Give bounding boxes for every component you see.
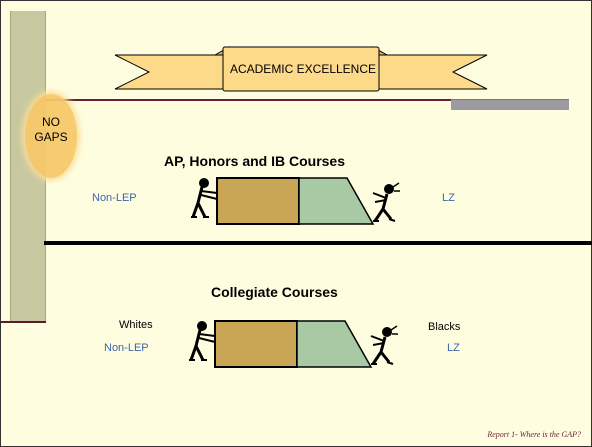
- top-rule: [44, 99, 569, 101]
- gap-graphic-2: [189, 320, 398, 368]
- section2-heading: Collegiate Courses: [211, 284, 338, 300]
- no-gaps-line1: NO: [42, 115, 60, 129]
- sidebar-divider: [1, 321, 46, 323]
- figure-pulling-icon: [372, 182, 400, 222]
- no-gaps-label: NO GAPS: [29, 115, 73, 145]
- figure-pulling-icon: [370, 325, 398, 365]
- gray-accent-bar: [451, 99, 569, 110]
- section2-right-bottom-label: LZ: [447, 342, 460, 354]
- ribbon-banner: [114, 46, 488, 92]
- gap-block-trapezoid: [296, 320, 373, 368]
- section1-left-label: Non-LEP: [92, 192, 137, 204]
- figure-pushing-icon: [191, 178, 218, 218]
- no-gaps-badge: [25, 94, 77, 178]
- section2-left-bottom-label: Non-LEP: [104, 342, 149, 354]
- section2-left-top-label: Whites: [119, 319, 153, 331]
- section-divider: [44, 241, 592, 245]
- section1-heading: AP, Honors and IB Courses: [164, 153, 346, 169]
- gap-block-trapezoid: [298, 177, 375, 225]
- achievement-block-left: [216, 177, 300, 225]
- section1-right-label: LZ: [442, 192, 455, 204]
- achievement-block-left: [214, 320, 298, 368]
- gap-graphic-1: [191, 177, 400, 225]
- no-gaps-line2: GAPS: [34, 130, 68, 144]
- banner-title: ACADEMIC EXCELLENCE: [229, 62, 377, 76]
- footer-caption: Report 1- Where is the GAP?: [487, 430, 581, 439]
- section2-right-top-label: Blacks: [428, 321, 461, 333]
- figure-pushing-icon: [189, 321, 216, 361]
